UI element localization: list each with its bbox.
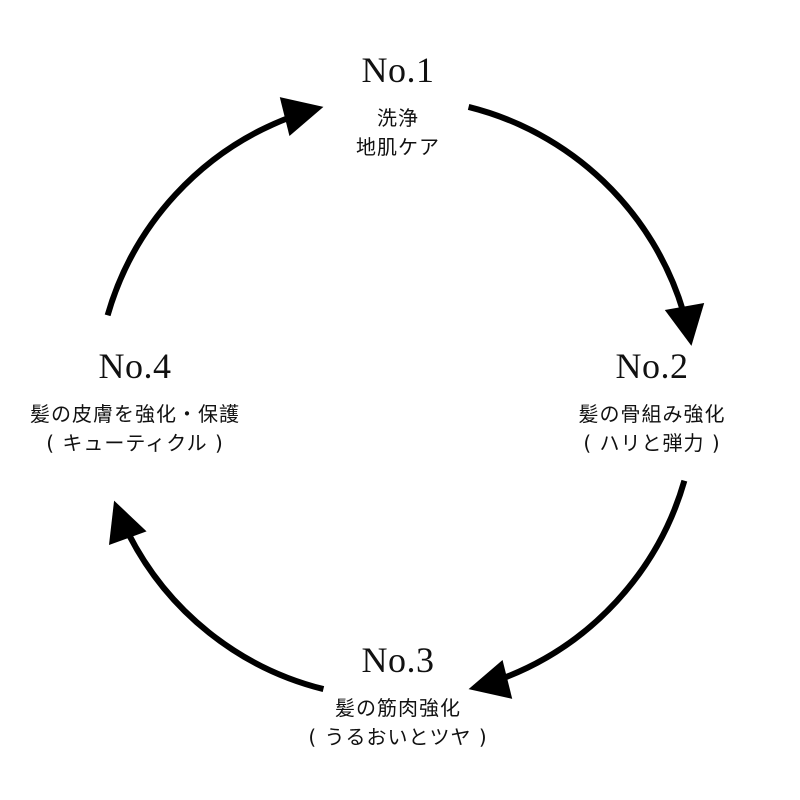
step-4: No.4 髪の皮膚を強化・保護 ( キューティクル ) (30, 346, 240, 458)
arrow-step-3-to-4-line (125, 531, 325, 692)
step-2-line-2: ( ハリと弾力 ) (583, 431, 721, 455)
arrow-step-2-to-3-line (500, 479, 688, 682)
step-3-number: No.3 (361, 640, 435, 680)
step-2-number: No.2 (615, 346, 689, 386)
step-1-line-1: 洗浄 (377, 106, 419, 130)
step-1-line-2: 地肌ケア (356, 135, 440, 159)
step-4-line-2: ( キューティクル ) (46, 431, 224, 455)
step-3: No.3 髪の筋肉強化 ( うるおいとツヤ ) (308, 640, 487, 752)
arrow-step-1-to-2-head (664, 303, 705, 346)
step-4-line-1: 髪の皮膚を強化・保護 (30, 402, 240, 426)
arrow-step-1-to-2-line (467, 104, 687, 313)
step-3-line-1: 髪の筋肉強化 (334, 696, 461, 720)
step-1-number: No.1 (361, 50, 435, 90)
arrow-step-4-to-1-head (279, 97, 324, 136)
step-3-line-2: ( うるおいとツヤ ) (308, 725, 488, 749)
arrow-step-2-to-3-head (468, 660, 513, 699)
arrow-step-4-to-1-line (104, 114, 292, 317)
step-2: No.2 髪の骨組み強化 ( ハリと弾力 ) (579, 346, 726, 458)
step-1: No.1 洗浄 地肌ケア (356, 50, 440, 162)
step-4-number: No.4 (98, 346, 172, 386)
arrow-step-3-to-4-head (108, 500, 147, 546)
step-2-line-1: 髪の骨組み強化 (578, 402, 726, 426)
